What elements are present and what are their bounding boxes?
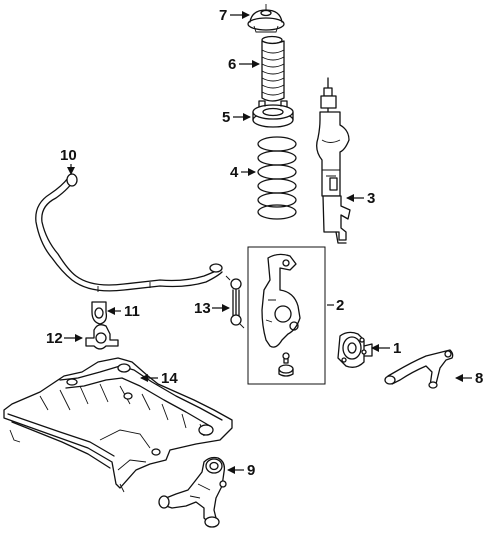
callout-3: 3: [346, 190, 375, 207]
spring-seat: [252, 100, 294, 128]
callout-label-8: 8: [475, 370, 483, 387]
callout-label-13: 13: [194, 300, 211, 317]
bushing-bracket: [85, 324, 119, 350]
callout-14: 14: [140, 370, 178, 387]
callout-11: 11: [107, 303, 140, 320]
callout-10: 10: [60, 147, 77, 175]
stabilizer-bushing: [91, 301, 108, 325]
lower-control-arm: [158, 456, 227, 528]
callout-8: 8: [455, 370, 483, 387]
callout-1: 1: [371, 340, 401, 357]
callout-label-5: 5: [222, 109, 230, 126]
coil-spring: [257, 136, 297, 220]
callout-7: 7: [219, 7, 250, 24]
callout-label-1: 1: [393, 340, 401, 357]
upper-control-arm: [384, 349, 454, 389]
stabilizer-bar: [35, 173, 223, 292]
dust-boot: [261, 35, 285, 102]
knuckle-group-box: [247, 246, 326, 385]
callout-13: 13: [194, 300, 230, 317]
strut-assembly: [316, 77, 351, 244]
strut-mount: [247, 4, 285, 33]
callout-9: 9: [227, 462, 255, 479]
steering-knuckle: [261, 253, 301, 377]
callout-12: 12: [46, 330, 83, 347]
callout-label-4: 4: [230, 164, 239, 181]
callout-label-9: 9: [247, 462, 255, 479]
callout-label-14: 14: [161, 370, 178, 387]
hub-bearing: [337, 331, 373, 368]
callout-4: 4: [230, 164, 256, 181]
callout-label-11: 11: [124, 303, 140, 320]
callout-2: 2: [327, 297, 344, 314]
callout-label-3: 3: [367, 190, 375, 207]
stabilizer-link: [225, 275, 245, 329]
front-crossmember: [3, 357, 233, 493]
callout-label-2: 2: [336, 297, 344, 314]
callout-label-10: 10: [60, 147, 77, 164]
callout-5: 5: [222, 109, 251, 126]
callout-label-6: 6: [228, 56, 236, 73]
callout-label-7: 7: [219, 7, 227, 24]
callout-6: 6: [228, 56, 260, 73]
callout-label-12: 12: [46, 330, 63, 347]
